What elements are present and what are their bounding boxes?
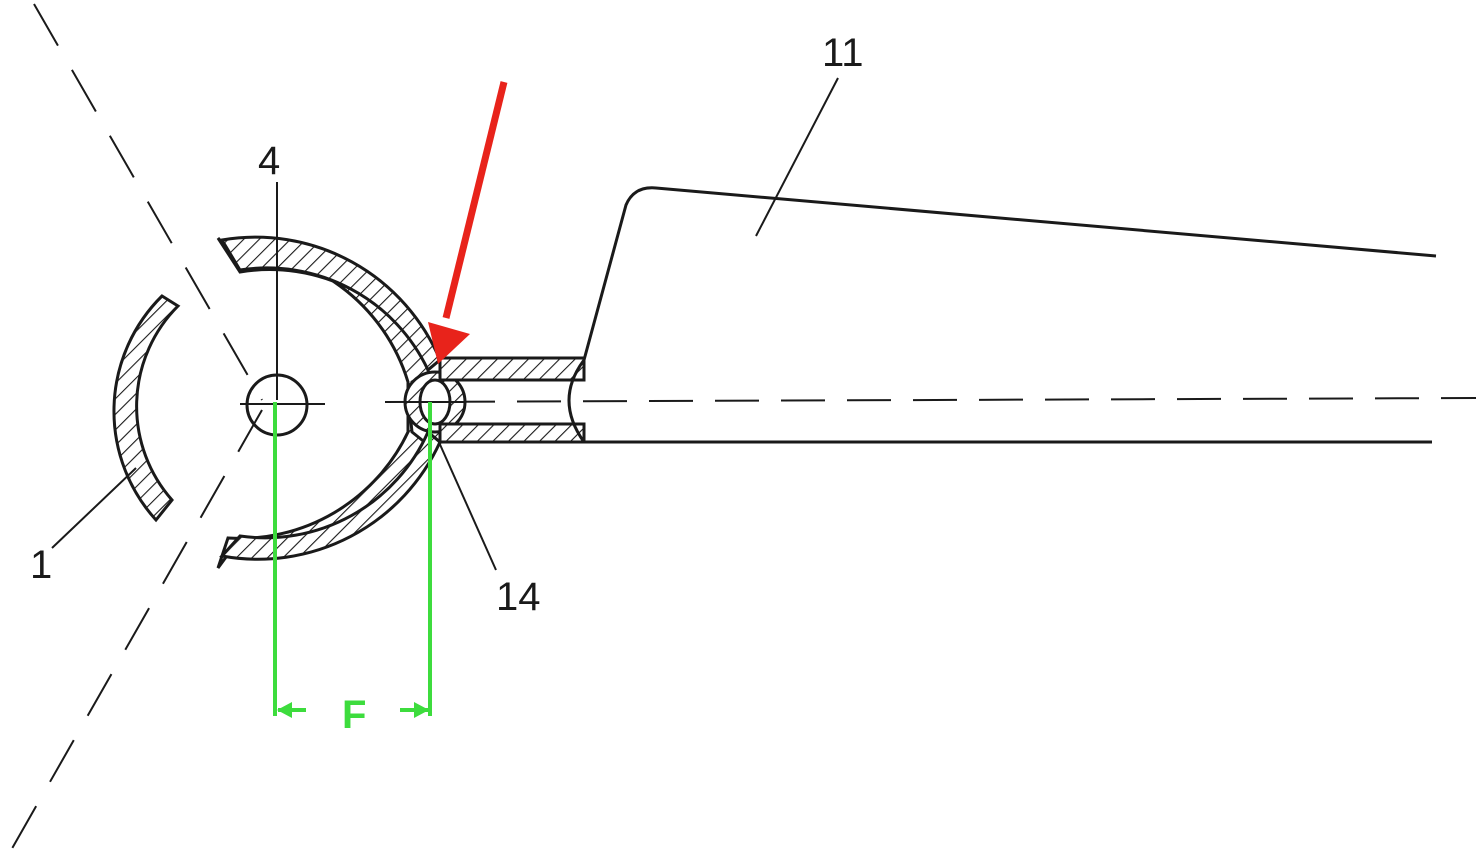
left-arc-shell [112,294,181,523]
leader-part-11 [755,77,839,237]
dimension-arrow-right [414,702,429,718]
label-part-11: 11 [822,31,864,75]
tube-wall-bottom [438,422,586,444]
leader-part-1 [51,467,137,549]
leader-part-14 [437,439,497,571]
horizontal-centerline [384,397,1476,403]
highlight-arrow-shaft [442,81,508,319]
tube-wall-top [438,356,586,382]
dimension-arrow-left [277,702,292,718]
tube-end-cap [567,359,586,443]
diagonal-centerline-upper [33,3,263,401]
label-part-1: 1 [30,543,52,587]
label-part-14: 14 [496,575,541,619]
highlight-arrow-head [428,322,470,364]
blade-outline [582,186,1437,361]
label-dimension-f: F [342,693,366,737]
diagonal-centerline-lower [9,409,263,853]
label-part-4: 4 [258,139,280,183]
